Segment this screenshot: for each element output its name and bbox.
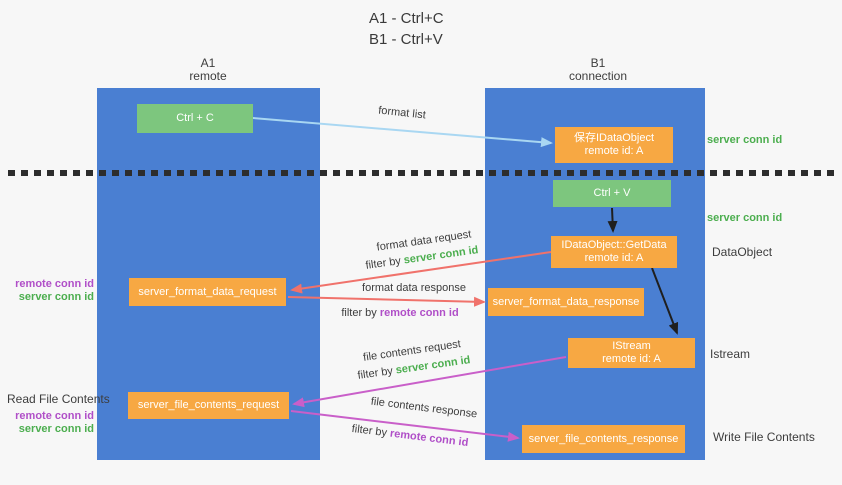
save-idataobject-node: 保存IDataObject remote id: A — [555, 127, 673, 163]
remote-conn-id-label-bottom: remote conn id — [15, 410, 94, 422]
format-request-label: server_format_data_request — [138, 285, 277, 298]
filter-by-text-2: filter by — [341, 307, 380, 319]
read-file-contents-label: Read File Contents — [7, 392, 110, 406]
title-line-2: B1 - Ctrl+V — [369, 31, 443, 48]
left-conn-id-group-bottom: remote conn id server conn id — [10, 410, 94, 436]
filter-by-remote-conn-id-label-1: filter by remote conn id — [341, 307, 458, 319]
title-line-1: A1 - Ctrl+C — [369, 10, 444, 27]
save-idataobject-line1: 保存IDataObject — [573, 132, 655, 144]
server-conn-id-label-left-bottom: server conn id — [18, 423, 94, 435]
server-file-contents-response-node: server_file_contents_response — [522, 425, 685, 453]
istream-line1: IStream — [612, 340, 651, 352]
ctrl-c-label: Ctrl + C — [176, 112, 214, 124]
ctrl-v-node: Ctrl + V — [553, 180, 671, 207]
idataobject-getdata-node: IDataObject::GetData remote id: A — [551, 236, 677, 268]
lane-b1-name: B1 — [590, 56, 606, 70]
lane-b1-role: connection — [568, 69, 628, 83]
diagram-title: A1 - Ctrl+C B1 - Ctrl+V — [369, 8, 444, 50]
write-file-contents-label: Write File Contents — [713, 430, 815, 444]
dotted-divider — [8, 170, 836, 176]
format-response-label: server_format_data_response — [492, 295, 640, 308]
filter-by-text-1: filter by — [364, 254, 405, 272]
istream-line2: remote id: A — [602, 353, 661, 365]
getdata-line2: remote id: A — [584, 252, 644, 264]
filter-by-text-4: filter by — [351, 422, 391, 440]
file-response-label: server_file_contents_response — [528, 432, 679, 445]
server-format-data-response-node: server_format_data_response — [488, 288, 644, 316]
left-conn-id-group-top: remote conn id server conn id — [10, 278, 94, 304]
server-conn-id-label-top: server conn id — [707, 134, 783, 146]
server-conn-id-label-left-top: server conn id — [18, 291, 94, 303]
server-conn-id-label-mid: server conn id — [707, 212, 783, 224]
remote-conn-id-text-2: remote conn id — [389, 427, 469, 450]
istream-side-label: Istream — [710, 347, 751, 361]
format-data-response-label: format data response — [362, 282, 466, 294]
filter-by-remote-conn-id-label-2: filter by remote conn id — [351, 423, 469, 449]
istream-node: IStream remote id: A — [568, 338, 695, 368]
save-idataobject-line2: remote id: A — [584, 145, 644, 157]
lane-a1-role: remote — [189, 69, 227, 83]
server-format-data-request-node: server_format_data_request — [129, 278, 286, 306]
lane-a1-name: A1 — [200, 56, 216, 70]
lane-header-a1: A1 remote — [148, 57, 268, 83]
ctrl-c-node: Ctrl + C — [137, 104, 253, 133]
server-file-contents-request-node: server_file_contents_request — [128, 392, 289, 419]
filter-by-text-3: filter by — [356, 364, 397, 382]
getdata-line1: IDataObject::GetData — [561, 239, 667, 251]
ctrl-v-label: Ctrl + V — [593, 187, 631, 199]
lane-header-b1: B1 connection — [538, 57, 658, 83]
file-contents-response-label: file contents response — [370, 395, 478, 421]
file-request-label: server_file_contents_request — [137, 399, 280, 411]
remote-conn-id-text-1: remote conn id — [379, 307, 459, 319]
remote-conn-id-label-top: remote conn id — [15, 278, 94, 290]
dataobject-label: DataObject — [712, 245, 773, 259]
format-list-label: format list — [377, 104, 427, 122]
